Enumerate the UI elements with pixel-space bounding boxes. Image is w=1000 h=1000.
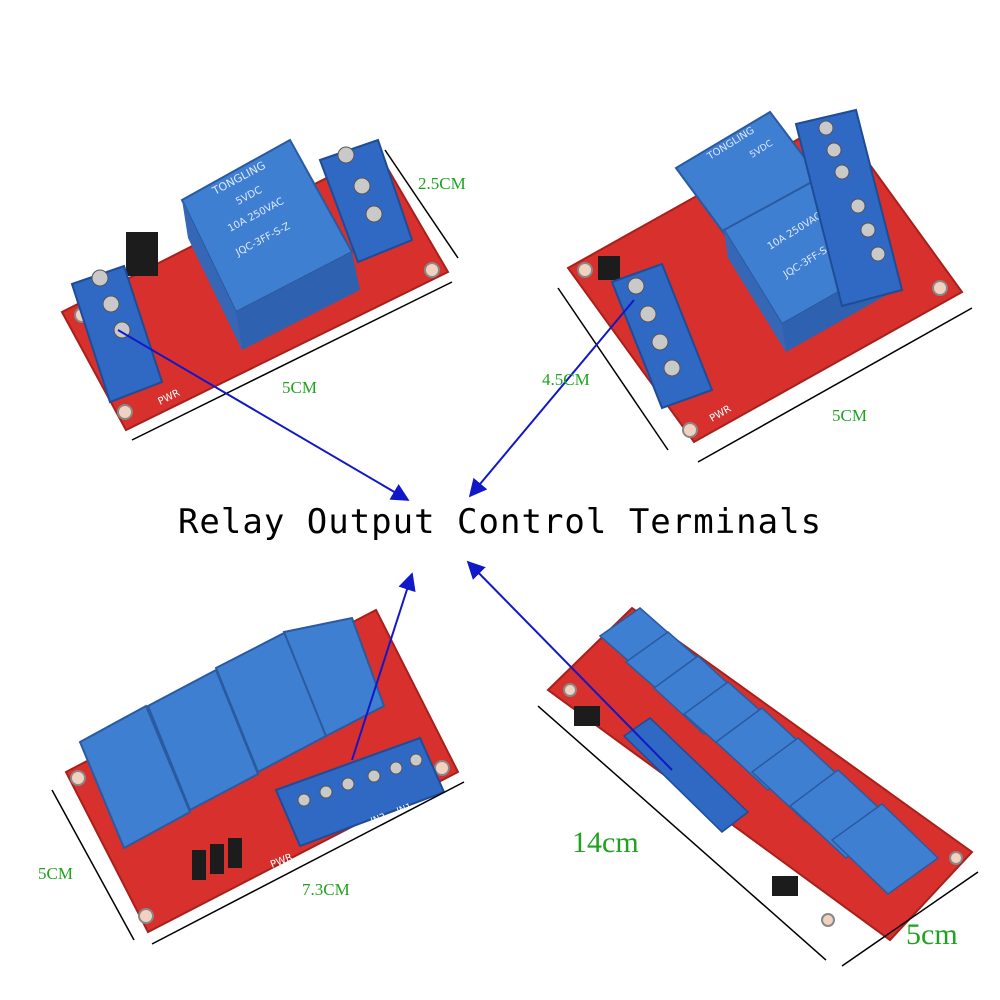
mounting-hole	[682, 422, 698, 438]
jumper-header	[126, 232, 158, 276]
eight-channel-relay-board	[537, 606, 979, 967]
mounting-hole	[563, 683, 577, 697]
jumper-header	[192, 838, 242, 880]
pin-label-in2: IN2	[370, 812, 388, 827]
dimension-label-eight-channel-length: 14cm	[572, 826, 639, 859]
relay-cube	[180, 138, 360, 350]
mounting-hole	[138, 908, 154, 924]
relay-cube	[830, 803, 940, 895]
mounting-hole	[577, 262, 593, 278]
arrow-to-title	[466, 560, 673, 771]
mounting-hole	[821, 913, 835, 927]
relay-output-terminal	[794, 108, 904, 308]
dimension-line	[841, 871, 979, 967]
four-channel-relay-board: IN2 IN1 PWR	[51, 608, 465, 945]
mounting-hole	[932, 280, 948, 296]
dimension-line	[151, 781, 465, 945]
relay-cube	[146, 668, 260, 812]
relay-output-terminal	[622, 717, 750, 833]
arrow-to-title	[117, 329, 410, 501]
arrow-to-title	[351, 572, 416, 761]
dimension-label-four-channel-height: 5CM	[38, 864, 73, 883]
relay-output-terminal	[274, 736, 446, 848]
one-channel-relay-board: TONGLING 5VDC 10A 250VAC JQC-3FF-S-Z PWR	[60, 138, 459, 441]
dimension-label-two-channel-width: 5CM	[832, 406, 867, 425]
control-input-terminal	[610, 262, 714, 410]
dimension-line	[557, 287, 669, 451]
arrow-to-title	[468, 299, 635, 498]
mounting-hole	[117, 404, 133, 420]
relay-cube	[78, 704, 192, 850]
two-channel-relay-board: TONGLING 5VDC 10A 250VAC JQC-3FF-S-Z PWR	[557, 108, 973, 463]
main-caption: Relay Output Control Terminals	[177, 502, 823, 542]
dimension-line	[537, 705, 827, 961]
dimension-line	[131, 281, 453, 441]
dimension-label-one-channel-width: 5CM	[282, 378, 317, 397]
mounting-hole	[434, 760, 450, 776]
pin-label-in1: IN1	[396, 802, 414, 817]
dimension-line	[697, 307, 973, 463]
dimension-label-two-channel-height: 4.5CM	[542, 370, 590, 389]
dimension-label-one-channel-height: 2.5CM	[418, 174, 466, 193]
relay-cube	[282, 616, 386, 738]
mounting-hole	[949, 851, 963, 865]
jumper-header	[574, 706, 798, 896]
dimension-label-four-channel-width: 7.3CM	[302, 880, 350, 899]
dimension-line	[384, 149, 459, 259]
dimension-line	[51, 789, 135, 941]
mounting-hole	[70, 770, 86, 786]
jumper-header	[598, 256, 620, 280]
mounting-hole	[424, 262, 440, 278]
dimension-label-eight-channel-width: 5cm	[906, 918, 958, 951]
relay-output-terminal	[318, 138, 414, 264]
